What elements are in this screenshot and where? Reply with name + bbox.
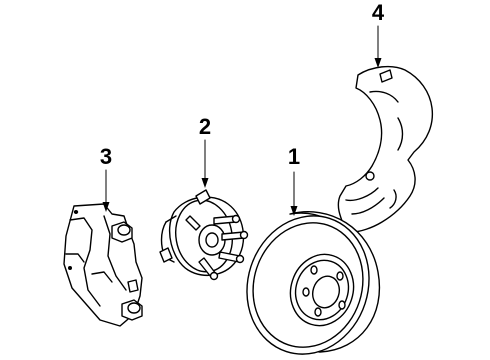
callout-2: 2 (199, 114, 211, 139)
brake-rotor (246, 211, 381, 355)
callout-1: 1 (288, 144, 300, 169)
wheel-hub (159, 189, 249, 281)
splash-shield (337, 65, 434, 233)
leader-lines (102, 25, 382, 216)
callout-3: 3 (100, 144, 112, 169)
brake-caliper (63, 203, 143, 327)
callout-4: 4 (372, 0, 385, 25)
